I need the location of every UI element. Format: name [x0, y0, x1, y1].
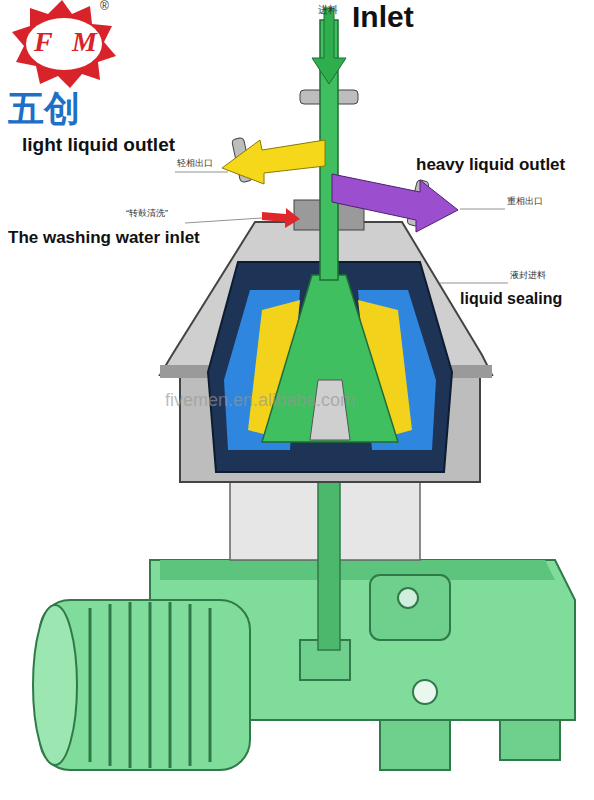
logo-letter: M: [72, 26, 97, 58]
fin: [109, 604, 112, 766]
chinese-label: 轻相出口: [177, 158, 213, 168]
brand-name: 五创: [8, 88, 80, 129]
fin: [89, 608, 92, 762]
spindle: [318, 470, 340, 650]
part-label: Inlet: [352, 0, 414, 35]
chinese-label: 进料: [318, 4, 338, 16]
chinese-label: 液封进料: [510, 270, 546, 280]
leader-line: [460, 209, 505, 210]
inlet-arrow: [312, 8, 346, 84]
logo-badge: [12, 0, 116, 88]
washing-water-arrow: [262, 208, 300, 228]
heavy-liquid-arrow: [332, 174, 458, 232]
light-liquid-arrow: [222, 140, 325, 184]
fin: [149, 602, 152, 768]
fin: [129, 602, 132, 768]
sight-glass: [413, 680, 437, 704]
leader-line: [185, 218, 262, 223]
foot: [380, 720, 450, 770]
fin: [189, 604, 192, 766]
knob: [398, 588, 418, 608]
logo: [12, 0, 116, 88]
distributor-cone: [262, 275, 398, 442]
chinese-label: “转鼓清洗”: [126, 208, 168, 218]
leader-line: [440, 283, 508, 284]
housing-rim: [160, 560, 555, 580]
leader-lines: [175, 172, 508, 283]
logo-letter: F: [34, 26, 53, 58]
motor-fins: [90, 602, 210, 768]
chinese-label: 重相出口: [507, 196, 543, 206]
leader-line: [175, 172, 228, 173]
part-label: liquid sealing: [460, 290, 562, 308]
fin: [209, 608, 212, 762]
registered-mark: ®: [100, 0, 109, 14]
logo-inner: [26, 18, 102, 70]
bowl: [208, 262, 452, 472]
fin: [169, 602, 172, 768]
part-label: The washing water inlet: [8, 228, 200, 248]
part-label: heavy liquid outlet: [416, 155, 565, 175]
part-label: light liquid outlet: [22, 134, 175, 156]
foot: [500, 720, 560, 760]
motor-end-cap: [33, 605, 77, 765]
side-cover: [370, 575, 450, 640]
watermark: fivemen.en.alibaba.com: [165, 390, 355, 411]
